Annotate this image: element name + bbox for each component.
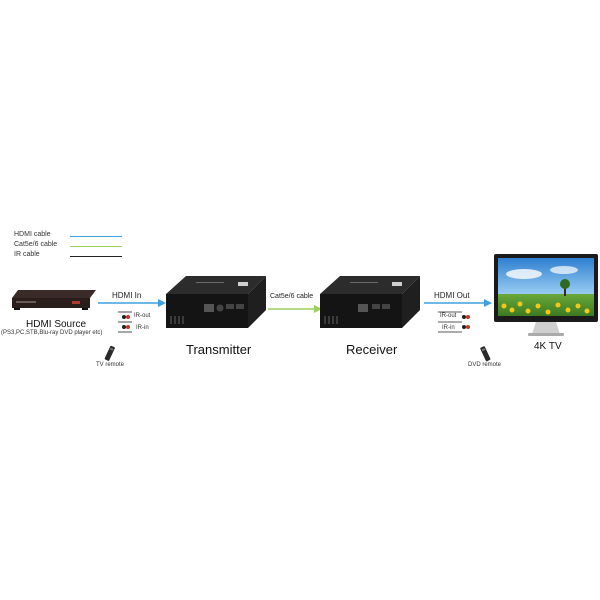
legend-cat-line [70, 246, 122, 247]
tv-remote-label: TV remote [96, 362, 125, 368]
ir-out-lines-right-icon [438, 311, 470, 333]
legend-hdmi-label: HDMI cable [14, 231, 51, 238]
ir-in-label-left: IR-in [136, 325, 149, 331]
dvd-player-icon [12, 290, 96, 310]
legend-cat-label: Cat5e/6 cable [14, 241, 58, 248]
cat-cable-arrow [268, 305, 322, 313]
hdmi-out-label: HDMI Out [434, 291, 470, 300]
ir-out-label-left: IR-out [134, 313, 151, 319]
legend-ir-label: IR cable [14, 251, 40, 258]
receiver-device-icon [320, 276, 420, 328]
tv-remote-icon [104, 345, 115, 361]
ir-in-label-right: IR-in [442, 325, 455, 331]
receiver-label: Receiver [346, 342, 398, 357]
dvd-remote-label: DVD remote [468, 362, 502, 368]
hdmi-in-arrow [98, 299, 166, 307]
hdmi-source-subtitle: (PS3,PC,STB,Blu-ray DVD player etc) [1, 330, 103, 336]
ir-out-label-right: IR-out [440, 313, 457, 319]
transmitter-device-icon [166, 276, 266, 328]
legend-hdmi-line [70, 236, 122, 237]
tv-icon [494, 254, 598, 336]
cat-cable-label: Cat5e/6 cable [270, 293, 314, 300]
hdmi-in-label: HDMI In [112, 291, 142, 300]
tv-label: 4K TV [534, 341, 562, 352]
legend-ir-line [70, 256, 122, 257]
hdmi-source-title: HDMI Source [26, 319, 87, 330]
ir-out-lines-icon [118, 311, 132, 333]
dvd-remote-icon [480, 346, 491, 362]
transmitter-label: Transmitter [186, 342, 252, 357]
hdmi-out-arrow [424, 299, 492, 307]
